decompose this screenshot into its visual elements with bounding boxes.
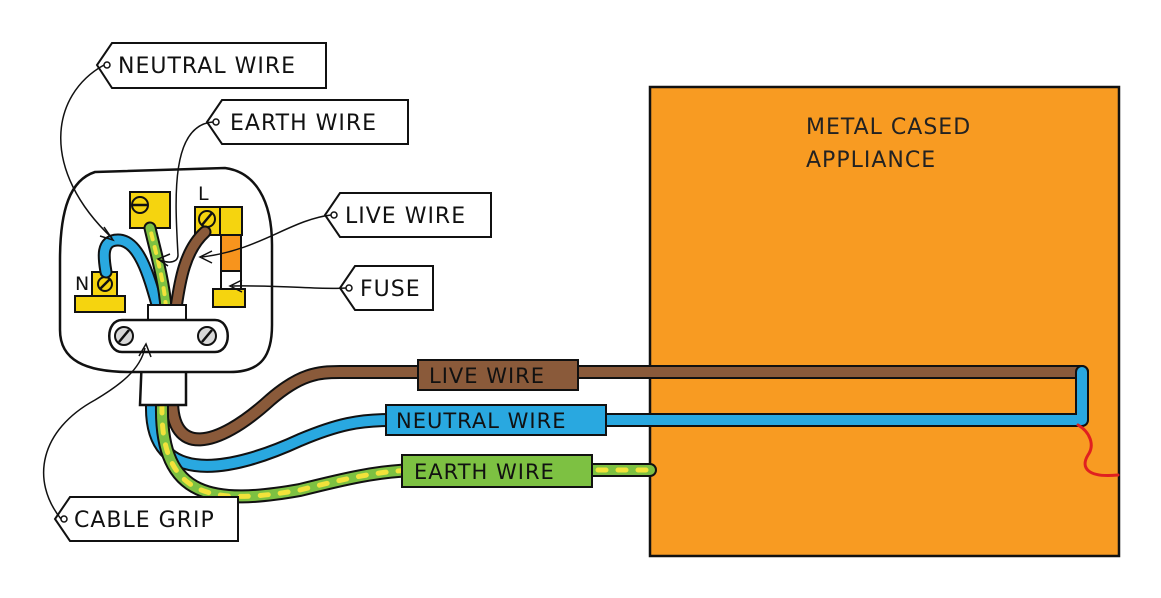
earth-wire-pointer [159,121,214,263]
cable-grip [108,304,229,354]
earth-cable-label-box [401,454,593,488]
earth-wire-callout: EARTH WIRE [230,111,377,136]
neutral-wire-callout: NEUTRAL WIRE [118,54,296,79]
cable-wires [144,365,1120,504]
cable-grip-screw-left-slot [118,329,130,343]
live-terminal-screw-slot [201,212,213,226]
plug: L N [58,166,274,374]
live-wire-pointer [201,214,332,258]
cable-grip-pointer [42,347,146,520]
live-wire [167,367,1087,445]
plug-inner-wires [97,221,212,315]
cable-grip-callout: CABLE GRIP [74,508,215,533]
appliance-label-line2: APPLIANCE [806,148,936,173]
inner-earth-stripes [148,226,168,310]
earth-cable-label: EARTH WIRE [414,460,555,484]
fuse-pointer [231,285,347,290]
neutral-cable-label: NEUTRAL WIRE [396,409,566,433]
cable-grip-tag-hole [60,515,68,523]
fuse-callout: FUSE [360,277,421,302]
neutral-wire-tag [95,42,327,89]
neutral-wire-arrowhead [99,226,115,242]
inner-live [171,227,210,313]
live-terminal-label: L [198,183,209,205]
appliance-label-line1: METAL CASED [806,115,971,140]
earth-wire-arrowhead [156,253,171,267]
neutral-pin-base [74,295,126,313]
cable-grip-bar [108,318,229,354]
fault-wire [1076,423,1120,478]
neutral-cable-label-box [385,404,607,436]
live-wire-callout: LIVE WIRE [345,204,466,229]
neutral-terminal-screw-slot [99,278,111,290]
cable-labels: LIVE WIRE NEUTRAL WIRE EARTH WIRE [385,359,607,488]
cable-grip-screw-right-slot [201,329,213,343]
cable-grip-arrowhead [138,342,152,358]
live-cable-label: LIVE WIRE [429,364,545,388]
fuse-holder-top [219,206,243,236]
fuse-tag-hole [345,284,353,292]
earth-wire-tag-hole [212,118,220,126]
fuse-tag [338,265,434,311]
neutral-wire-tag-hole [103,61,111,69]
metal-cased-appliance: METAL CASED APPLIANCE [648,85,1121,558]
neutral-terminal-label: N [75,273,89,295]
neutral-wire-pointer [60,64,113,239]
fuse-arrowhead [228,279,243,293]
fuse-holder-bottom [212,288,246,308]
earth-wire-stripes [159,402,653,499]
callout-tags: NEUTRAL WIRE EARTH WIRE LIVE WIRE FUSE C… [42,42,492,542]
live-wire-arrowhead [198,250,213,264]
live-cable-label-box [417,359,579,391]
live-wire-tag-hole [330,211,338,219]
inner-neutral [99,235,163,313]
appliance-case [648,85,1121,558]
live-wire-tag [323,192,492,238]
neutral-terminal: N [74,271,126,313]
earth-wire-tag [205,99,409,145]
